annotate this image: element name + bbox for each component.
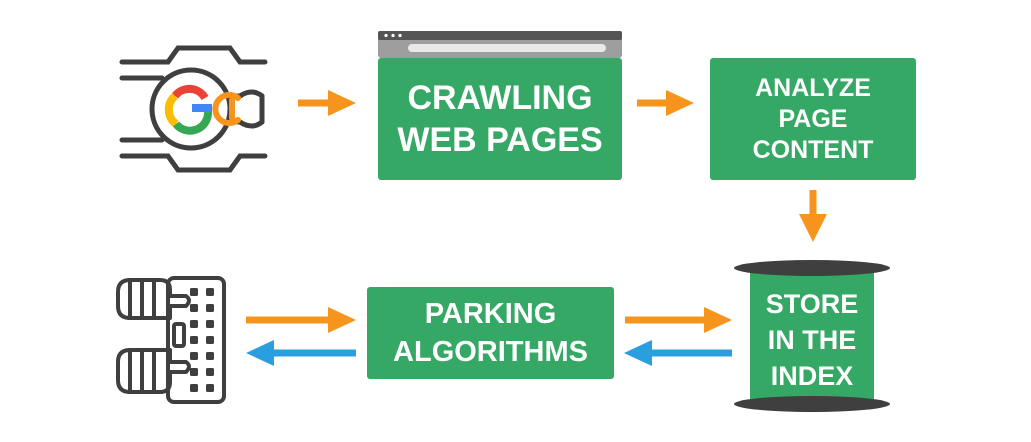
store-in-the-index-box: STORE IN THE INDEX — [750, 272, 874, 404]
crawling-web-pages-label: CRAWLING WEB PAGES — [397, 79, 603, 159]
parking-algorithms-box: PARKING ALGORITHMS — [367, 287, 614, 379]
orange-plug-icon — [212, 92, 241, 126]
keyboard-keys — [190, 288, 214, 392]
crawling-web-pages-box: CRAWLING WEB PAGES — [378, 58, 622, 180]
arrow-parking-to-store — [625, 307, 732, 333]
google-g-icon — [164, 84, 212, 135]
parking-algorithms-label: PARKING ALGORITHMS — [393, 298, 588, 368]
analyze-page-content-label: ANALYZE PAGE CONTENT — [752, 73, 874, 164]
arrow-crawler-to-crawling — [298, 90, 356, 116]
analyze-page-content-box: ANALYZE PAGE CONTENT — [710, 58, 916, 180]
arrow-crawling-to-analyze — [637, 90, 694, 116]
arrow-hands-to-parking — [246, 307, 356, 333]
browser-window-icon — [378, 31, 622, 58]
hands-keyboard-icon — [116, 276, 226, 404]
arrow-analyze-to-store — [799, 190, 827, 242]
store-in-the-index-label: STORE IN THE INDEX — [765, 289, 859, 391]
arrow-store-to-parking — [624, 340, 732, 366]
index-cylinder — [734, 260, 890, 412]
arrow-parking-to-hands — [246, 340, 356, 366]
